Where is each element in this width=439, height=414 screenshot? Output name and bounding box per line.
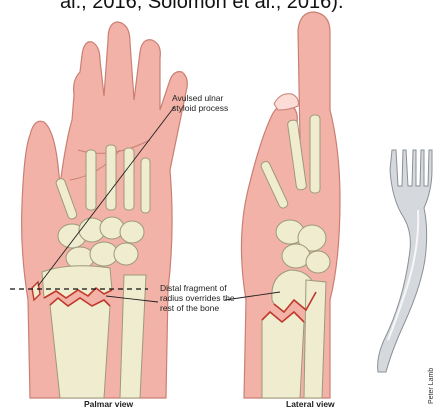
lateral-ulna <box>304 280 326 398</box>
lateral-radius-shaft <box>262 312 304 398</box>
lateral-hand <box>241 12 340 398</box>
palmar-view-caption: Palmar view <box>84 399 134 409</box>
distal-fragment-label: Distal fragment of radius overrides the … <box>160 283 237 313</box>
lateral-view-caption: Lateral view <box>286 399 335 409</box>
distal-label-line-1: Distal fragment of <box>160 283 227 293</box>
ulnar-label-line-1: Avulsed ulnar <box>172 93 224 103</box>
illustrator-credit: Peter Lamb <box>428 368 435 404</box>
fork-shape <box>378 150 432 372</box>
dinner-fork <box>378 150 432 372</box>
palmar-radius-shaft <box>50 298 110 398</box>
ulnar-label: Avulsed ulnar styloid process <box>172 93 228 113</box>
distal-label-line-2: radius overrides the <box>160 293 235 303</box>
cut-off-citation-text: al., 2016; Solomon et al., 2016). <box>60 0 344 14</box>
ulnar-label-line-2: styloid process <box>172 103 228 113</box>
palmar-hand <box>10 22 187 398</box>
distal-label-line-3: rest of the bone <box>160 303 219 313</box>
lateral-thumbnail <box>274 94 298 110</box>
